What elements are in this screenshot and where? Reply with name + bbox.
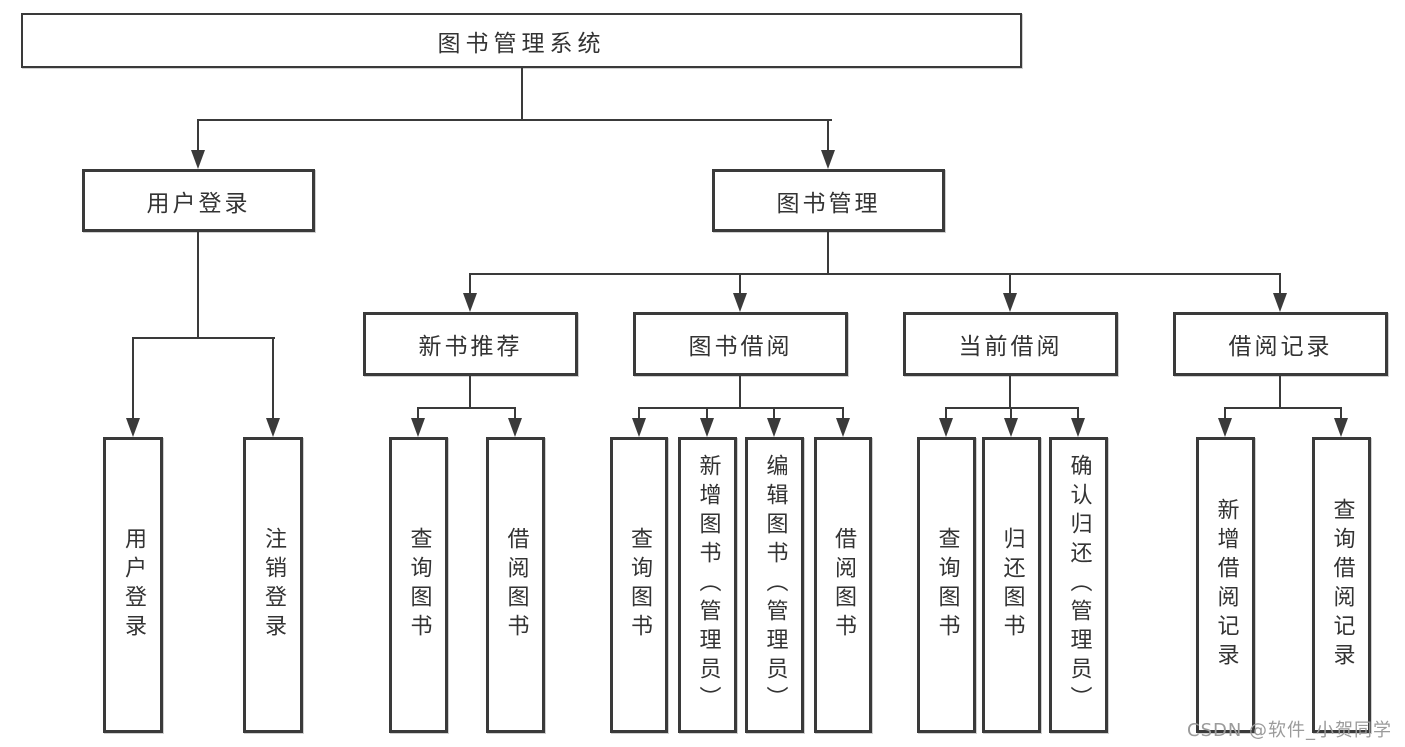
arrow-down-icon	[1004, 418, 1018, 437]
leaf-borrow-books: 借阅图书	[814, 437, 872, 733]
connector-vline	[842, 407, 844, 420]
arrow-down-icon	[1218, 418, 1232, 437]
connector-vline	[773, 407, 775, 420]
connector-vline	[1077, 407, 1079, 420]
leaf-label: 查询图书	[934, 526, 960, 644]
node-book-management: 图书管理	[712, 169, 945, 232]
leaf-borrow-books: 借阅图书	[486, 437, 545, 733]
node-label: 图书借阅	[688, 334, 793, 360]
connector-vline	[1009, 273, 1011, 295]
leaf-label: 编辑图书（管理员）	[762, 454, 788, 716]
connector-vline	[272, 337, 274, 420]
leaf-query-books: 查询图书	[610, 437, 668, 733]
arrow-down-icon	[1273, 293, 1287, 312]
leaf-query-books: 查询图书	[389, 437, 448, 733]
connector-hline	[417, 407, 516, 409]
connector-vline	[1340, 407, 1342, 420]
arrow-down-icon	[733, 293, 747, 312]
connector-hline	[638, 407, 844, 409]
connector-hline	[1224, 407, 1342, 409]
arrow-down-icon	[508, 418, 522, 437]
leaf-label: 查询图书	[406, 526, 432, 644]
arrow-down-icon	[266, 418, 280, 437]
leaf-label: 确认归还（管理员）	[1066, 454, 1092, 716]
node-label: 用户登录	[146, 190, 251, 217]
leaf-query-borrow-record: 查询借阅记录	[1312, 437, 1371, 733]
leaf-label: 新增图书（管理员）	[695, 454, 721, 716]
connector-vline	[514, 407, 516, 420]
leaf-label: 归还图书	[999, 526, 1025, 644]
connector-vline	[827, 232, 829, 274]
arrow-down-icon	[836, 418, 850, 437]
node-label: 图书管理	[776, 190, 881, 217]
node-label: 新书推荐	[418, 334, 523, 360]
arrow-down-icon	[1334, 418, 1348, 437]
connector-vline	[827, 119, 829, 152]
arrow-down-icon	[411, 418, 425, 437]
arrow-down-icon	[939, 418, 953, 437]
connector-vline	[417, 407, 419, 420]
leaf-confirm-return-admin: 确认归还（管理员）	[1049, 437, 1108, 733]
node-label: 当前借阅	[958, 334, 1063, 360]
leaf-label: 查询图书	[626, 526, 652, 644]
arrow-down-icon	[191, 150, 205, 169]
leaf-query-books: 查询图书	[917, 437, 976, 733]
connector-vline	[739, 376, 741, 408]
arrow-down-icon	[632, 418, 646, 437]
arrow-down-icon	[463, 293, 477, 312]
leaf-label: 借阅图书	[503, 526, 529, 644]
connector-hline	[132, 337, 275, 339]
connector-vline	[197, 232, 199, 338]
connector-vline	[197, 119, 199, 152]
leaf-label: 借阅图书	[830, 526, 856, 644]
leaf-add-books-admin: 新增图书（管理员）	[678, 437, 737, 733]
connector-vline	[638, 407, 640, 420]
node-label: 借阅记录	[1228, 334, 1333, 360]
leaf-label: 注销登录	[260, 526, 286, 644]
connector-vline	[1279, 376, 1281, 408]
arrow-down-icon	[126, 418, 140, 437]
connector-vline	[521, 68, 523, 120]
connector-vline	[1224, 407, 1226, 420]
connector-hline	[469, 273, 1281, 275]
connector-vline	[739, 273, 741, 295]
connector-vline	[706, 407, 708, 420]
node-current-borrowing: 当前借阅	[903, 312, 1118, 376]
node-user-login: 用户登录	[82, 169, 315, 232]
connector-hline	[945, 407, 1079, 409]
node-book-borrowing: 图书借阅	[633, 312, 848, 376]
connector-hline	[197, 119, 832, 121]
leaf-add-borrow-record: 新增借阅记录	[1196, 437, 1255, 733]
arrow-down-icon	[1003, 293, 1017, 312]
leaf-return-books: 归还图书	[982, 437, 1041, 733]
node-new-book-recommendation: 新书推荐	[363, 312, 578, 376]
arrow-down-icon	[767, 418, 781, 437]
connector-vline	[1009, 376, 1011, 408]
leaf-user-login: 用户登录	[103, 437, 163, 733]
leaf-label: 新增借阅记录	[1213, 497, 1239, 673]
node-root-library-management-system: 图书管理系统	[21, 13, 1022, 68]
connector-vline	[945, 407, 947, 420]
csdn-watermark: CSDN @软件_小贺同学	[1187, 720, 1393, 741]
connector-vline	[1010, 407, 1012, 420]
connector-vline	[1279, 273, 1281, 295]
connector-vline	[469, 273, 471, 295]
leaf-logout-login: 注销登录	[243, 437, 303, 733]
arrow-down-icon	[1071, 418, 1085, 437]
connector-vline	[132, 337, 134, 420]
leaf-label: 查询借阅记录	[1329, 497, 1355, 673]
node-label: 图书管理系统	[437, 30, 606, 57]
arrow-down-icon	[700, 418, 714, 437]
leaf-label: 用户登录	[120, 526, 146, 644]
leaf-edit-books-admin: 编辑图书（管理员）	[745, 437, 804, 733]
connector-vline	[469, 376, 471, 408]
arrow-down-icon	[821, 150, 835, 169]
node-borrowing-records: 借阅记录	[1173, 312, 1388, 376]
